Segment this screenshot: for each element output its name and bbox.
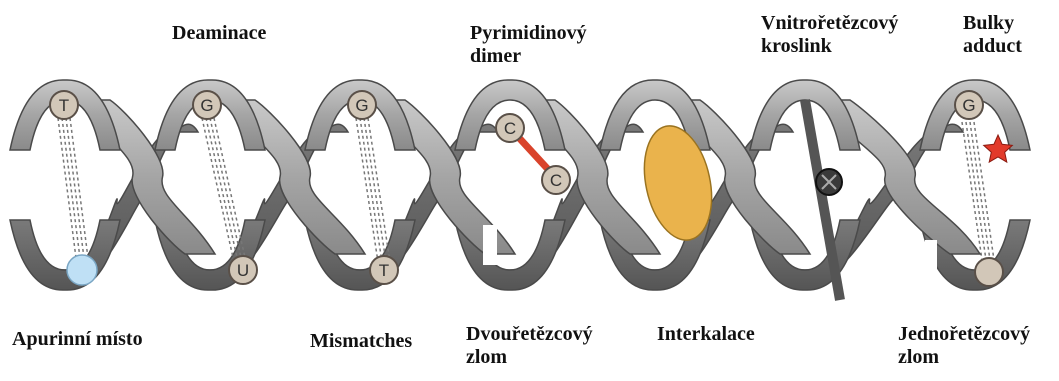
apurinic-site-circle	[67, 255, 97, 285]
label-deamination: Deaminace	[172, 22, 266, 45]
base-c-dimer-top-letter: C	[504, 119, 516, 138]
base-t-site3-letter: T	[379, 261, 389, 280]
label-mismatches: Mismatches	[310, 330, 412, 353]
base-pair-rung	[210, 118, 242, 262]
base-pair-rung	[970, 122, 990, 260]
base-g-site7-letter: G	[962, 96, 975, 115]
base-site7-bottom	[975, 258, 1003, 286]
base-u-site2-letter: U	[237, 261, 249, 280]
base-pair-rung	[206, 118, 238, 262]
base-c-dimer-bottom-letter: C	[550, 171, 562, 190]
label-bulky-adduct: Bulky adduct	[963, 12, 1022, 58]
label-intercalation: Interkalace	[657, 323, 755, 346]
base-g-site2-letter: G	[200, 96, 213, 115]
base-pair-rung	[66, 118, 84, 258]
label-apurinic-site: Apurinní místo	[12, 328, 143, 351]
double-strand-break-gap	[483, 225, 497, 265]
label-interstrand-crosslink: Vnitrořetězcový kroslink	[761, 12, 898, 58]
base-pair-rung	[202, 118, 234, 262]
label-pyrimidine-dimer: Pyrimidinový dimer	[470, 22, 587, 68]
helix-bottom-hump	[10, 220, 120, 290]
base-g-site3-letter: G	[355, 96, 368, 115]
label-double-strand-break: Dvouřetězcový zlom	[466, 323, 593, 369]
base-pair-rung	[974, 122, 994, 260]
base-t-site1-letter: T	[59, 96, 69, 115]
base-pair-rung	[58, 118, 76, 258]
helix-front-strand	[10, 80, 1030, 254]
base-pair-rung	[70, 118, 88, 258]
base-pair-rung	[62, 118, 80, 258]
single-strand-break-gap	[925, 240, 937, 272]
label-single-strand-break: Jednořetězcový zlom	[898, 323, 1030, 369]
